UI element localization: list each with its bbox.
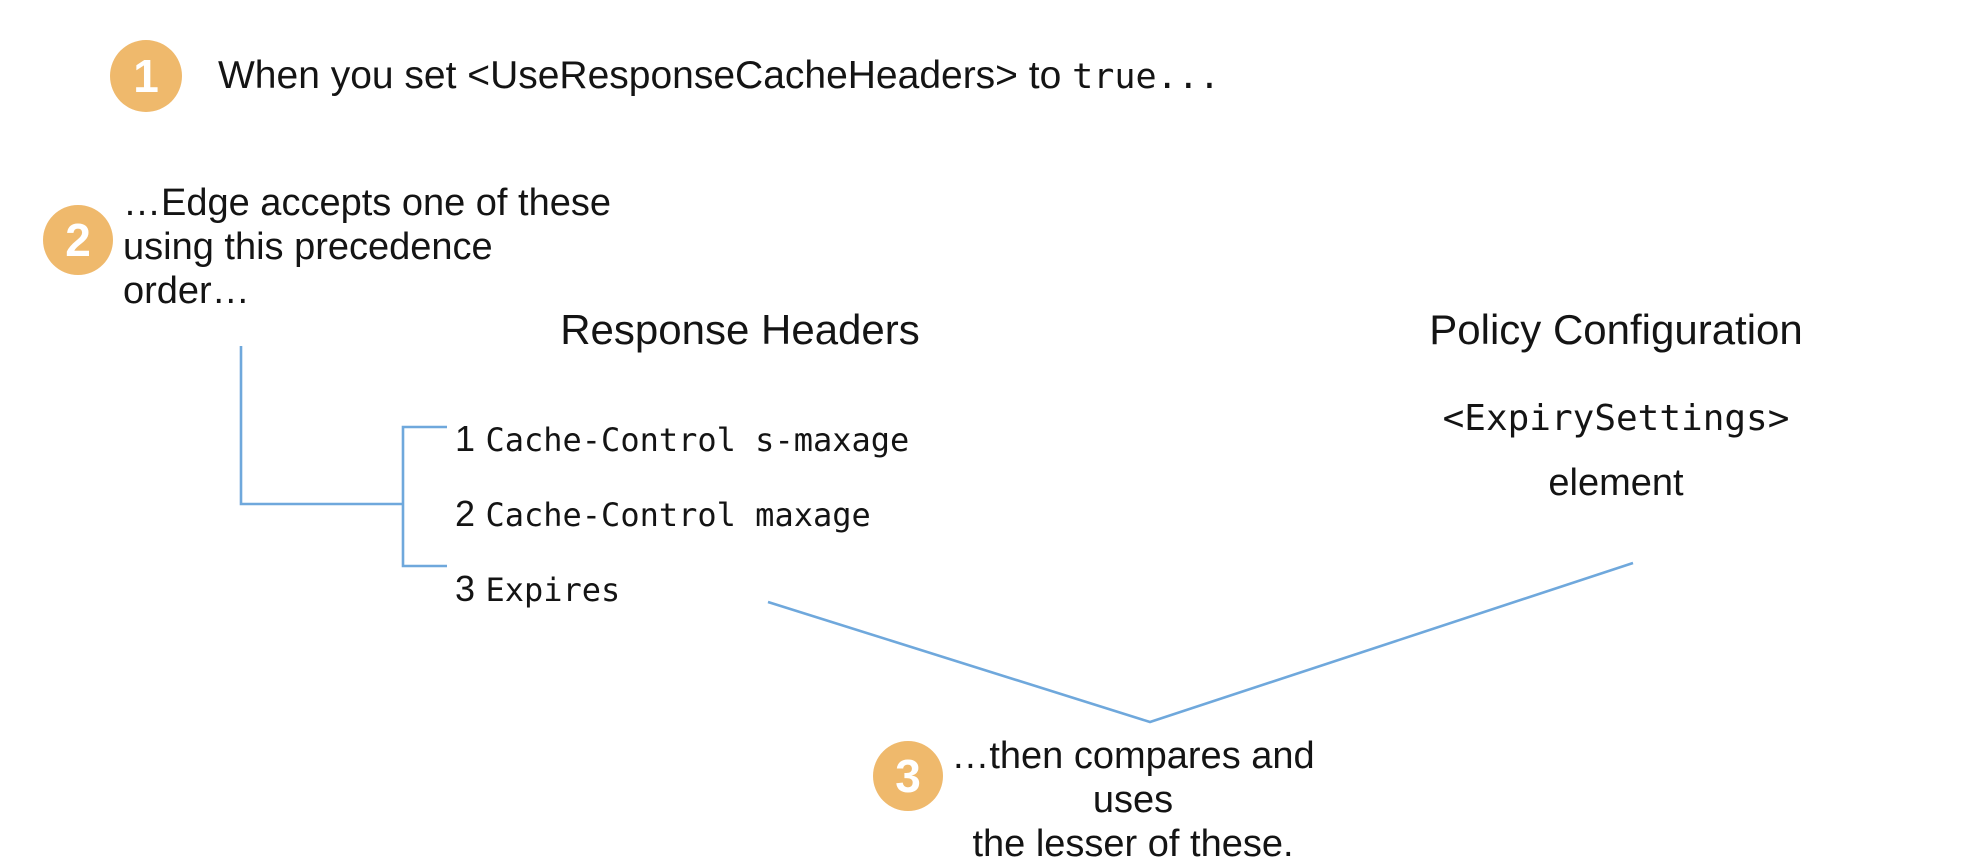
step-1-code-true: true... xyxy=(1072,56,1220,97)
step-1-number: 1 xyxy=(133,50,159,102)
step-3-badge: 3 xyxy=(873,741,943,811)
step-3-line-2: the lesser of these. xyxy=(972,823,1294,858)
step-2-text: …Edge accepts one of these using this pr… xyxy=(123,181,611,313)
policy-configuration-title: Policy Configuration xyxy=(1429,306,1803,353)
list-item-cache-control-s-maxage: 1 Cache-Control s-maxage xyxy=(455,405,909,480)
step-3-number: 3 xyxy=(895,750,921,802)
list-item-value: Expires xyxy=(485,571,621,609)
expiry-settings-caption: element xyxy=(1548,462,1684,504)
step-2-line-3: order… xyxy=(123,270,250,312)
step-1-badge: 1 xyxy=(110,40,182,112)
list-item-value: Cache-Control maxage xyxy=(485,496,871,534)
step-2-number: 2 xyxy=(65,214,91,266)
step-2-line-1: …Edge accepts one of these xyxy=(123,182,611,224)
step-1-text: When you set <UseResponseCacheHeaders> t… xyxy=(218,54,1220,98)
list-item-rank: 2 xyxy=(455,493,476,534)
step-3-line-1: …then compares and uses xyxy=(951,735,1315,821)
precedence-connector-line xyxy=(239,346,404,506)
list-item-rank: 1 xyxy=(455,418,476,459)
step-1-text-plain: When you set <UseResponseCacheHeaders> t… xyxy=(218,54,1073,97)
list-item-value: Cache-Control s-maxage xyxy=(485,421,910,459)
list-item-expires: 3 Expires xyxy=(455,555,909,630)
list-item-rank: 3 xyxy=(455,568,476,609)
response-headers-title: Response Headers xyxy=(560,306,920,353)
step-2-line-2: using this precedence xyxy=(123,226,493,268)
step-3-text: …then compares and uses the lesser of th… xyxy=(933,734,1333,858)
list-item-cache-control-maxage: 2 Cache-Control maxage xyxy=(455,480,909,555)
step-2-badge: 2 xyxy=(43,205,113,275)
list-bracket-line xyxy=(401,425,447,568)
response-headers-list: 1 Cache-Control s-maxage 2 Cache-Control… xyxy=(455,405,909,630)
expiry-settings-code: <ExpirySettings> xyxy=(1442,398,1790,439)
